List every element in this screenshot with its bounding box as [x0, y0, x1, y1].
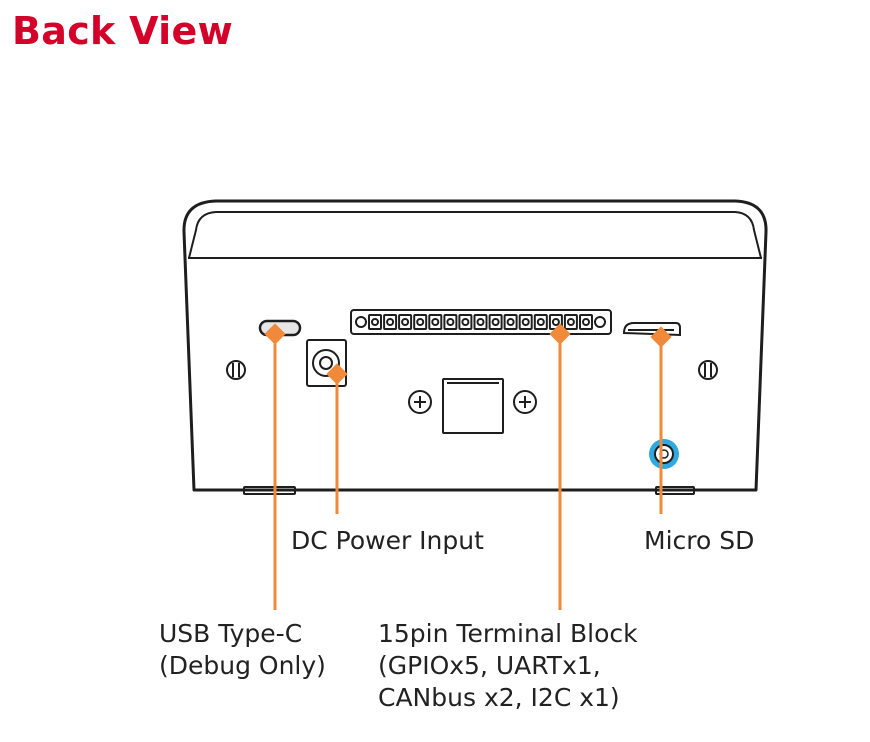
terminal-pin-hole: [582, 318, 590, 326]
terminal-pin: [563, 314, 578, 330]
center-screw-right: [513, 390, 537, 414]
terminal-pin: [473, 314, 488, 330]
label-terminal-block: 15pin Terminal Block (GPIOx5, UARTx1, CA…: [378, 618, 638, 714]
terminal-pin-hole: [401, 318, 410, 326]
page-title: Back View: [12, 9, 233, 53]
terminal-pin-hole: [371, 318, 379, 326]
terminal-pin: [368, 314, 382, 330]
terminal-pin-hole: [491, 318, 500, 326]
side-screw-right: [698, 360, 718, 380]
left-foot: [243, 486, 296, 495]
ground-screw: [649, 439, 679, 469]
label-line: DC Power Input: [291, 526, 484, 555]
terminal-block-end-screw-right: [594, 316, 606, 328]
label-line: 15pin Terminal Block: [378, 619, 638, 648]
terminal-pin: [413, 314, 428, 330]
terminal-pin: [503, 314, 518, 330]
label-usb-type-c: USB Type-C (Debug Only): [159, 618, 326, 682]
callout-terminal-block: [549, 323, 571, 610]
terminal-block-end-screw-left: [355, 316, 367, 328]
terminal-pin: [443, 314, 458, 330]
side-screw-left: [226, 360, 246, 380]
device-enclosure: [182, 199, 768, 492]
label-line: (GPIOx5, UARTx1,: [378, 651, 601, 680]
center-vent-plate: [442, 378, 504, 434]
dc-power-jack: [306, 339, 347, 387]
terminal-block-pins: [368, 314, 593, 330]
terminal-pin-hole: [476, 318, 485, 326]
terminal-pin-hole: [416, 318, 425, 326]
terminal-pin: [518, 314, 533, 330]
terminal-pin-hole: [551, 318, 560, 326]
terminal-pin: [458, 314, 473, 330]
terminal-pin: [488, 314, 503, 330]
callout-micro-sd: [650, 326, 672, 514]
enclosure-top-cover: [188, 211, 762, 259]
label-line: Micro SD: [644, 526, 755, 555]
terminal-pin-hole: [431, 318, 440, 326]
terminal-pin: [533, 314, 548, 330]
enclosure-outer-shell: [182, 199, 768, 492]
label-line: CANbus x2, I2C x1): [378, 683, 620, 712]
terminal-block: [350, 309, 612, 335]
callout-usb: [264, 323, 286, 610]
label-line: (Debug Only): [159, 651, 326, 680]
label-line: USB Type-C: [159, 619, 303, 648]
terminal-pin: [428, 314, 443, 330]
label-micro-sd: Micro SD: [644, 525, 754, 557]
center-screw-left: [408, 390, 432, 414]
callout-dc-power: [326, 363, 348, 514]
terminal-pin-hole: [536, 318, 545, 326]
terminal-pin-hole: [506, 318, 515, 326]
terminal-pin-hole: [386, 318, 395, 326]
mounting-feet: [243, 486, 695, 495]
terminal-pin: [398, 314, 413, 330]
terminal-pin-hole: [521, 318, 530, 326]
terminal-pin-hole: [446, 318, 455, 326]
micro-sd-slot: [622, 322, 681, 337]
terminal-pin: [383, 314, 398, 330]
terminal-pin-hole: [461, 318, 470, 326]
label-dc-power-input: DC Power Input: [291, 525, 484, 557]
terminal-pin: [579, 314, 593, 330]
right-foot: [655, 486, 695, 495]
terminal-pin-hole: [566, 318, 575, 326]
